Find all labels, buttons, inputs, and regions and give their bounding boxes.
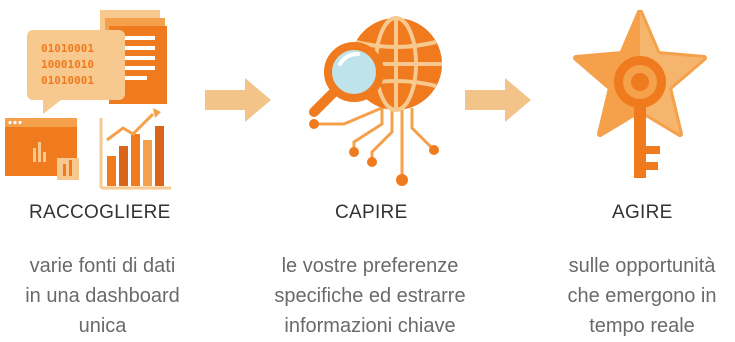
desc-line: le vostre preferenze [281, 255, 459, 277]
arrow-right-icon [205, 78, 273, 127]
step-title-capire: CAPIRE [335, 202, 408, 223]
svg-text:10001010: 10001010 [41, 58, 94, 71]
desc-line: informazioni chiave [284, 315, 456, 337]
step-desc-raccogliere: varie fonti di dati in una dashboard uni… [0, 251, 205, 341]
data-collection-icon: 01010001 10001010 01010001 [5, 8, 175, 190]
step-desc-capire: le vostre preferenze specifiche ed estra… [255, 251, 485, 341]
desc-line: sulle opportunità [568, 255, 716, 277]
desc-line: in una dashboard [25, 285, 180, 307]
magnifier-globe-network-icon [284, 12, 454, 190]
desc-line: unica [78, 315, 127, 337]
step-title-raccogliere: RACCOGLIERE [29, 202, 171, 223]
arrow-right-icon [465, 78, 533, 127]
svg-text:01010001: 01010001 [41, 74, 94, 87]
desc-line: che emergono in [567, 285, 717, 307]
step-title-agire: AGIRE [612, 202, 673, 223]
desc-line: specifiche ed estrarre [274, 285, 466, 307]
star-key-icon [570, 9, 710, 190]
desc-line: varie fonti di dati [29, 255, 176, 277]
step-desc-agire: sulle opportunità che emergono in tempo … [542, 251, 735, 341]
desc-line: tempo reale [589, 315, 695, 337]
svg-text:01010001: 01010001 [41, 42, 94, 55]
